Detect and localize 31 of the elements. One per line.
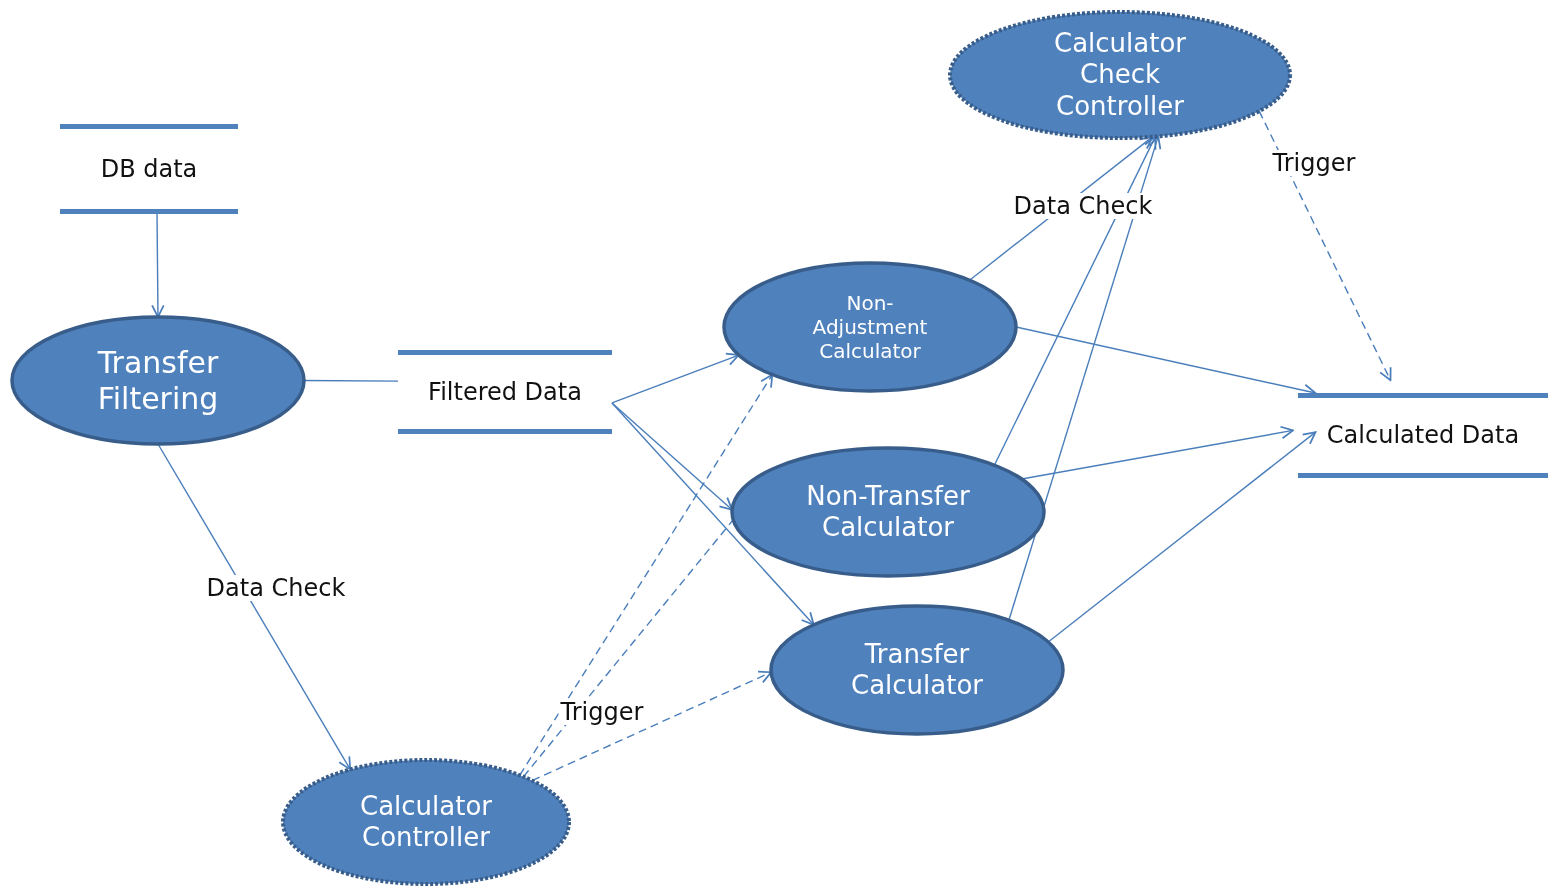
- arrow: [157, 443, 352, 771]
- arrow: [519, 373, 774, 776]
- node-label: Calculated Data: [1326, 421, 1520, 450]
- edge-label: Trigger: [558, 699, 646, 725]
- node-label: Non-Transfer Calculator: [805, 480, 971, 544]
- arrow: [1008, 135, 1162, 621]
- arrow: [151, 213, 165, 318]
- arrow: [1047, 431, 1317, 643]
- arrow: [611, 402, 733, 511]
- data-store: [398, 350, 612, 434]
- node-label: Calculator Controller: [359, 790, 493, 854]
- arrow: [611, 402, 815, 626]
- arrow: [1258, 110, 1392, 382]
- controller-ellipse: [281, 758, 571, 886]
- data-store: [1298, 393, 1548, 478]
- controller-ellipse: [948, 10, 1292, 140]
- process-ellipse: [730, 446, 1046, 578]
- node-label: Non-Adjustment Calculator: [811, 291, 929, 363]
- edge-label: Trigger: [1270, 150, 1358, 176]
- data-store: [60, 124, 238, 214]
- arrow: [611, 352, 740, 404]
- connector-line: [303, 379, 399, 382]
- node-label: Transfer Filtering: [96, 344, 220, 417]
- connector-line: [522, 519, 734, 778]
- node-label: DB data: [100, 154, 198, 184]
- process-ellipse: [769, 604, 1065, 736]
- process-ellipse: [722, 261, 1018, 393]
- node-label: Calculator Check Controller: [1053, 28, 1187, 122]
- node-label: Transfer Calculator: [850, 638, 984, 702]
- process-ellipse: [10, 315, 306, 446]
- node-label: Filtered Data: [428, 377, 582, 407]
